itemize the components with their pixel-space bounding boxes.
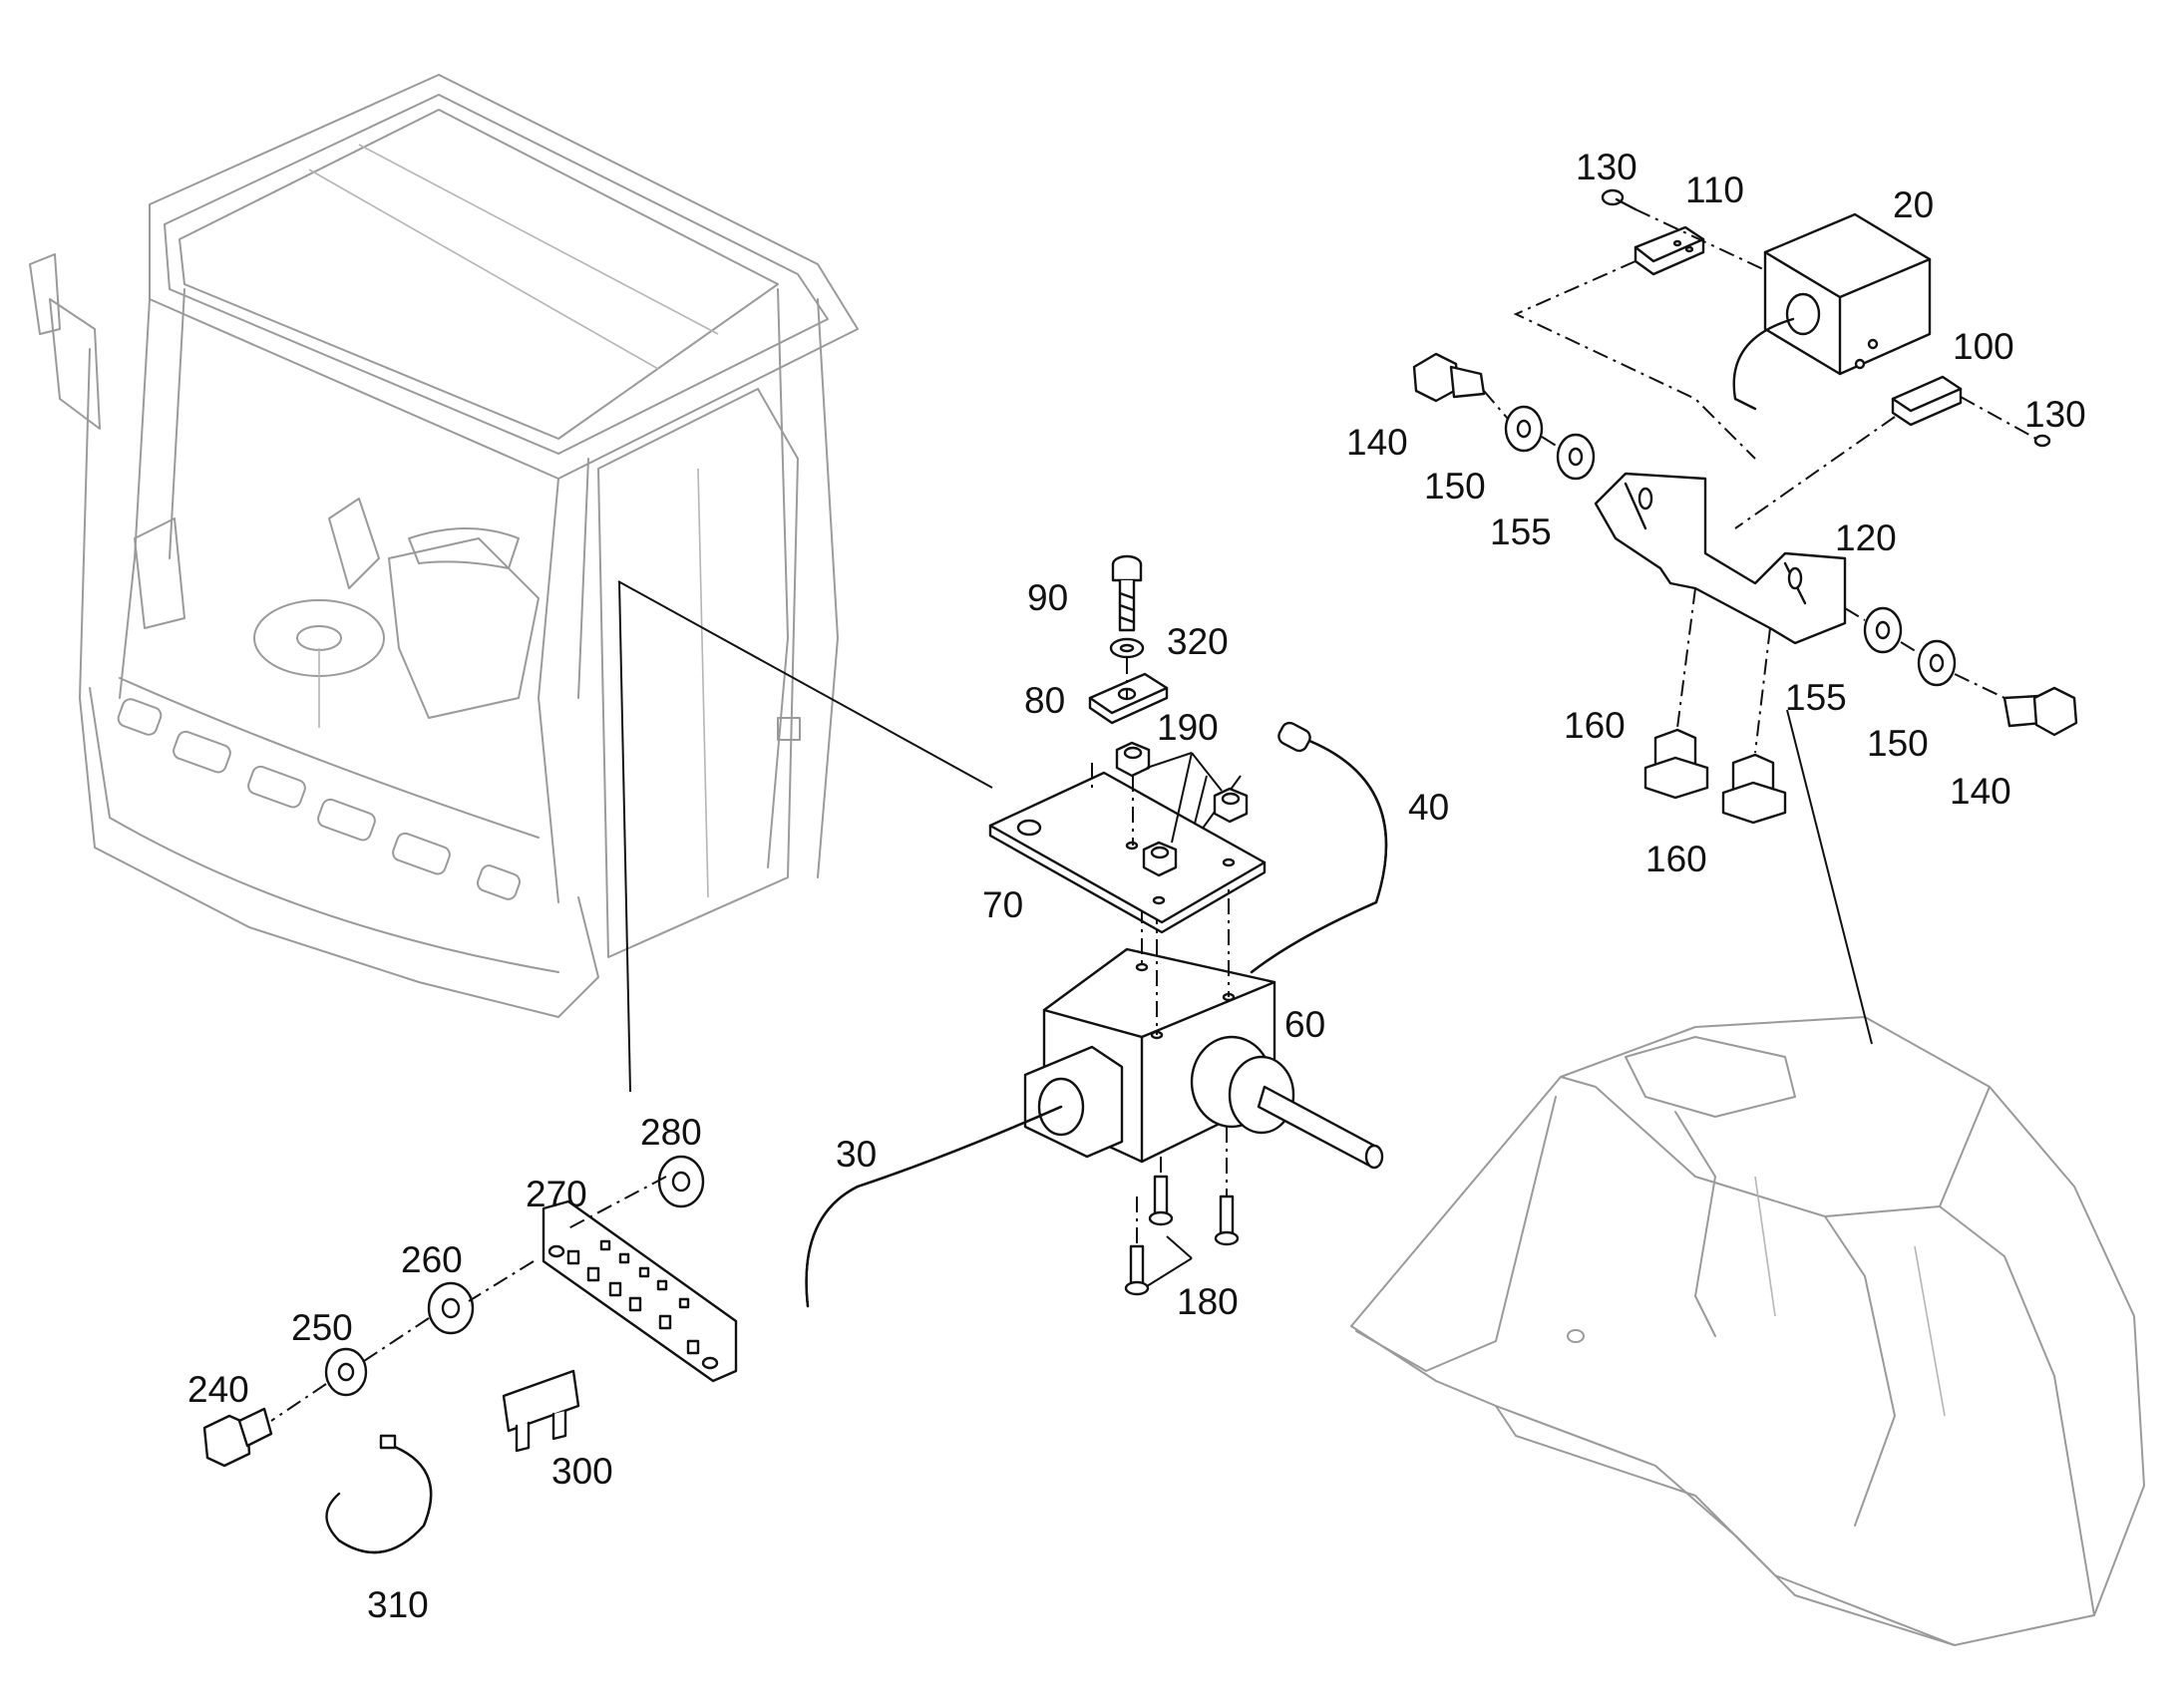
label-110: 110 bbox=[1685, 170, 1744, 210]
fuse-board-group bbox=[202, 1155, 738, 1554]
screws-180 bbox=[1124, 1127, 1240, 1296]
control-unit-60 bbox=[805, 721, 1388, 1308]
label-160-b: 160 bbox=[1645, 839, 1707, 879]
label-190: 190 bbox=[1157, 707, 1219, 748]
label-90: 90 bbox=[1027, 577, 1068, 618]
label-310: 310 bbox=[367, 1584, 429, 1625]
label-120: 120 bbox=[1835, 517, 1897, 558]
label-155-a: 155 bbox=[1490, 512, 1552, 552]
label-60: 60 bbox=[1284, 1004, 1325, 1045]
part-labels: 20 30 40 60 70 80 90 100 110 120 130 130… bbox=[187, 147, 2086, 1625]
mounting-plate-70 bbox=[988, 554, 1267, 934]
label-250: 250 bbox=[291, 1307, 353, 1348]
nut-190-b bbox=[1213, 787, 1249, 824]
label-150-a: 150 bbox=[1424, 466, 1486, 507]
label-100: 100 bbox=[1953, 326, 2014, 367]
upper-right-sensor-group bbox=[1412, 188, 2078, 825]
label-280: 280 bbox=[640, 1112, 702, 1153]
label-300: 300 bbox=[551, 1451, 613, 1492]
label-140-a: 140 bbox=[1346, 422, 1408, 463]
label-80: 80 bbox=[1024, 680, 1065, 721]
vehicle-cab-outline bbox=[29, 74, 859, 1018]
label-70: 70 bbox=[982, 884, 1023, 925]
label-130-b: 130 bbox=[2024, 394, 2086, 435]
label-260: 260 bbox=[401, 1239, 463, 1280]
label-130-a: 130 bbox=[1576, 147, 1637, 187]
label-180: 180 bbox=[1177, 1281, 1239, 1322]
label-270: 270 bbox=[526, 1174, 587, 1214]
label-140-b: 140 bbox=[1950, 771, 2011, 812]
nut-190-a bbox=[1115, 741, 1151, 778]
label-160-a: 160 bbox=[1564, 705, 1626, 746]
nut-190-c bbox=[1142, 841, 1178, 877]
label-240: 240 bbox=[187, 1369, 249, 1410]
label-40: 40 bbox=[1408, 787, 1449, 828]
label-30: 30 bbox=[836, 1134, 877, 1175]
label-20: 20 bbox=[1893, 184, 1934, 225]
label-320: 320 bbox=[1167, 621, 1229, 662]
label-155-b: 155 bbox=[1785, 677, 1847, 718]
vehicle-hood-outline bbox=[1350, 1016, 2145, 1646]
label-150-b: 150 bbox=[1867, 723, 1929, 764]
